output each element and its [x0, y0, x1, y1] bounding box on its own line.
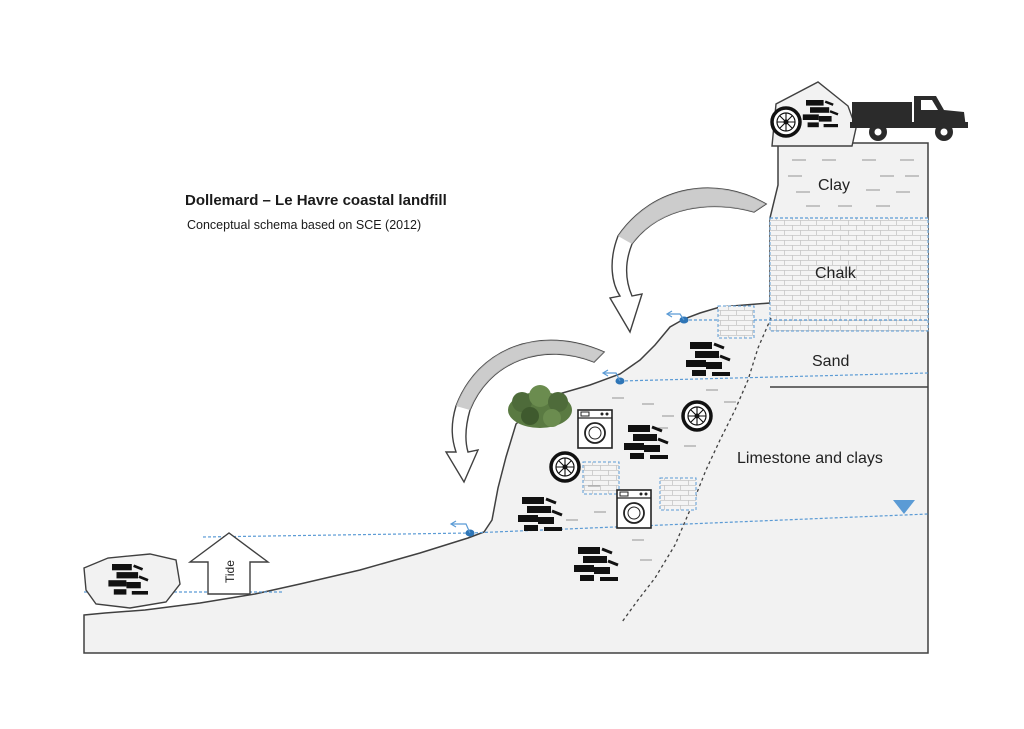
- water-table-icon: [893, 500, 915, 514]
- fall-arrow-lower: [444, 339, 606, 484]
- chalk-label: Chalk: [815, 265, 857, 282]
- limestone-label: Limestone and clays: [737, 450, 883, 467]
- slip-surface: [621, 317, 772, 623]
- tire-icon: [770, 106, 802, 138]
- beach-debris-pile: [83, 553, 181, 609]
- fall-arrow-upper: [608, 187, 768, 334]
- clay-label: Clay: [818, 177, 850, 194]
- washing-machine-icon: [616, 489, 652, 529]
- sand-label: Sand: [812, 353, 849, 370]
- clay-hatching: [788, 159, 919, 207]
- truck-icon: [850, 96, 968, 141]
- tire-icon: [681, 400, 713, 432]
- diagram-title: Dollemard – Le Havre coastal landfill: [185, 192, 447, 209]
- tide-arrow[interactable]: [187, 532, 271, 595]
- chalk-block: [582, 461, 620, 495]
- landslide-hatching: [566, 389, 736, 561]
- bush-icon: [508, 385, 572, 428]
- washing-machine-icon: [577, 409, 613, 449]
- spring-icon: [449, 310, 689, 537]
- diagram-subtitle: Conceptual schema based on SCE (2012): [187, 218, 422, 232]
- tire-icon: [549, 451, 581, 483]
- chalk-block: [717, 305, 755, 339]
- chalk-block: [659, 477, 697, 511]
- terrain-profile: [83, 142, 929, 654]
- chalk-layer: [769, 217, 929, 332]
- tide-label: Tide: [223, 560, 237, 583]
